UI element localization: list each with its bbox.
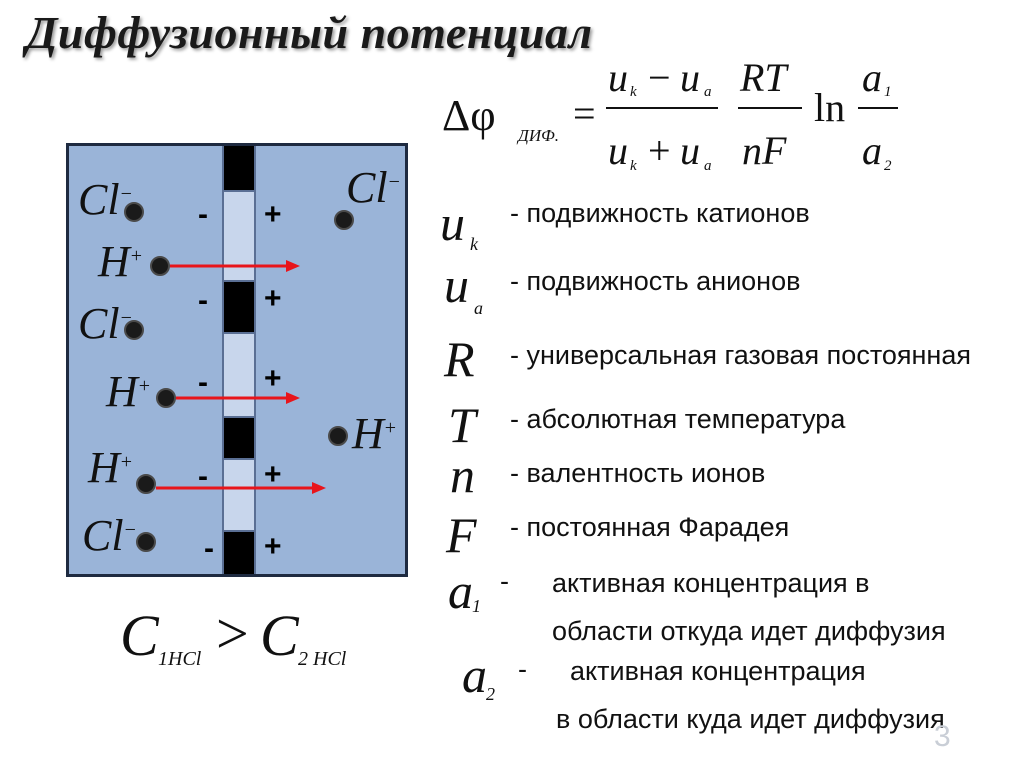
plus-sign: + [264,458,282,491]
membrane-block [224,282,254,332]
equals-sign: = [573,91,596,136]
definition-text-line1: активная концентрация [570,656,866,686]
minus-sign: - [198,460,208,493]
ion-label: H+ [352,409,397,458]
num-ua: u [680,55,700,100]
num-uk: u [608,55,628,100]
arrow [170,260,300,272]
greater-than: > [216,601,249,666]
delta-phi-subscript: ДИФ. [518,126,560,145]
symbol-uk-sub: k [470,234,478,254]
a1-num: a [862,55,882,100]
ion-label: Cl− [78,175,132,224]
page-title: Диффузионный потенциал [26,7,593,58]
fraction-bar-1 [606,107,718,109]
delta-phi: Δφ [442,91,496,140]
rt: RT [740,55,787,100]
c2: C [260,603,299,668]
minus-sign: - [198,284,208,317]
den-ua: u [680,128,700,173]
ion-dot [124,202,144,222]
membrane-pore [224,332,254,418]
arrow [156,482,326,494]
a2-den: a [862,128,882,173]
membrane-block [224,146,254,190]
minus-sign: - [198,366,208,399]
fraction-bar-3 [858,107,898,109]
definition-text: - валентность ионов [510,458,766,488]
a1-num-sub: 1 [884,84,892,100]
symbol-n: n [450,447,475,503]
definition-text: - подвижность катионов [510,198,810,228]
definition-text: - постоянная Фарадея [510,512,790,542]
symbol-a2: a [462,647,487,703]
ion-dot [328,426,348,446]
num-minus: − [648,55,671,100]
nf: nF [742,128,787,173]
definition-dash: - [500,566,509,596]
definition-text: - подвижность анионов [510,266,801,296]
concentration-inequality: C 1HCl > C 2 HCl [120,598,380,688]
definition-text: - универсальная газовая постоянная [510,340,971,370]
symbol-a1-sub: 1 [472,596,481,616]
c1-sub: 1HCl [158,648,202,670]
ion-label: Cl− [346,163,400,212]
membrane-pore [224,190,254,282]
plus-sign: + [264,362,282,395]
symbol-a1: a [448,563,473,619]
ion-dot [136,474,156,494]
page-number: 3 [934,720,951,753]
num-uk-sub: k [630,84,637,100]
ion-dot [136,532,156,552]
symbol-uk: u [440,195,465,251]
den-uk-sub: k [630,158,637,174]
symbol-a2-sub: 2 [486,684,495,704]
c2-sub: 2 HCl [298,648,347,670]
minus-sign: - [198,198,208,231]
membrane-pore [224,458,254,532]
plus-sign: + [264,198,282,231]
ion-label: H+ [106,367,151,416]
plus-sign: + [264,282,282,315]
ion-dot [156,388,176,408]
fraction-bar-2 [738,107,802,109]
den-ua-sub: a [704,158,712,174]
ion-dot [150,256,170,276]
ion-dot [124,320,144,340]
a2-den-sub: 2 [884,158,892,174]
definition-text: - абсолютная температура [510,404,846,434]
ln: ln [814,85,846,130]
ion-label: H+ [88,443,133,492]
ion-dot [334,210,354,230]
symbol-f: F [446,507,477,563]
definition-dash: - [518,654,527,684]
num-ua-sub: a [704,84,712,100]
ion-label: Cl− [82,511,136,560]
plus-sign: + [264,530,282,563]
minus-sign: - [204,532,214,565]
ion-label: H+ [98,237,143,286]
symbol-ua: u [444,257,469,313]
c1: C [120,603,159,668]
definition-text-line2: в области куда идет диффузия [556,704,945,734]
symbol-ua-sub: a [474,298,483,318]
den-plus: + [648,128,671,173]
den-uk: u [608,128,628,173]
definition-text-line1: активная концентрация в [552,568,870,598]
ion-label: Cl− [78,299,132,348]
symbol-r: R [444,331,475,387]
membrane [222,146,256,574]
symbol-t: T [448,397,476,453]
membrane-block [224,532,254,574]
arrow [176,392,300,404]
membrane-block [224,418,254,458]
diffusion-potential-formula: Δφ ДИФ. = u k − u a u k + u a RT nF ln a… [438,52,908,202]
definition-text-line2: области откуда идет диффузия [552,616,946,646]
